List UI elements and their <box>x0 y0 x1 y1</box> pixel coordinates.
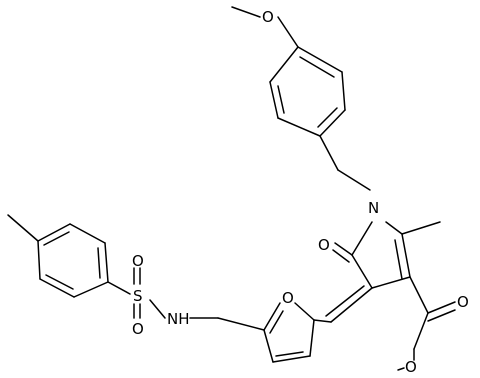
methoxy-oxygen-label: O <box>262 8 274 26</box>
sulfonyl-group <box>107 267 166 319</box>
ester-alkoxy-oxygen-label: O <box>405 358 417 376</box>
methyl-ester <box>397 276 456 371</box>
furan-ring <box>263 302 332 363</box>
sulfur-label: S <box>133 287 143 305</box>
ester-carbonyl-oxygen-label: O <box>457 293 469 311</box>
methoxyphenyl-ring <box>269 46 346 137</box>
n-methyl-ring-methyl <box>401 221 441 235</box>
sulfonyl-oxygen-bottom-label: O <box>132 320 144 338</box>
methoxy-group <box>231 6 299 48</box>
tolyl-methyl <box>7 214 39 242</box>
pyrrolinone-ring <box>351 221 411 289</box>
lactam-oxygen-label: O <box>318 236 330 254</box>
tolyl-ring <box>37 223 109 298</box>
lactam-carbonyl <box>332 242 353 263</box>
furan-oxygen-label: O <box>282 289 294 307</box>
methylidene-bridge <box>325 285 373 323</box>
ethyl-linker <box>319 135 371 191</box>
aminomethyl-linker <box>189 317 265 331</box>
sulfonyl-oxygen-top-label: O <box>132 252 144 270</box>
amine-nh-label: NH <box>167 310 190 328</box>
pyrrole-nitrogen-label: N <box>368 199 379 217</box>
